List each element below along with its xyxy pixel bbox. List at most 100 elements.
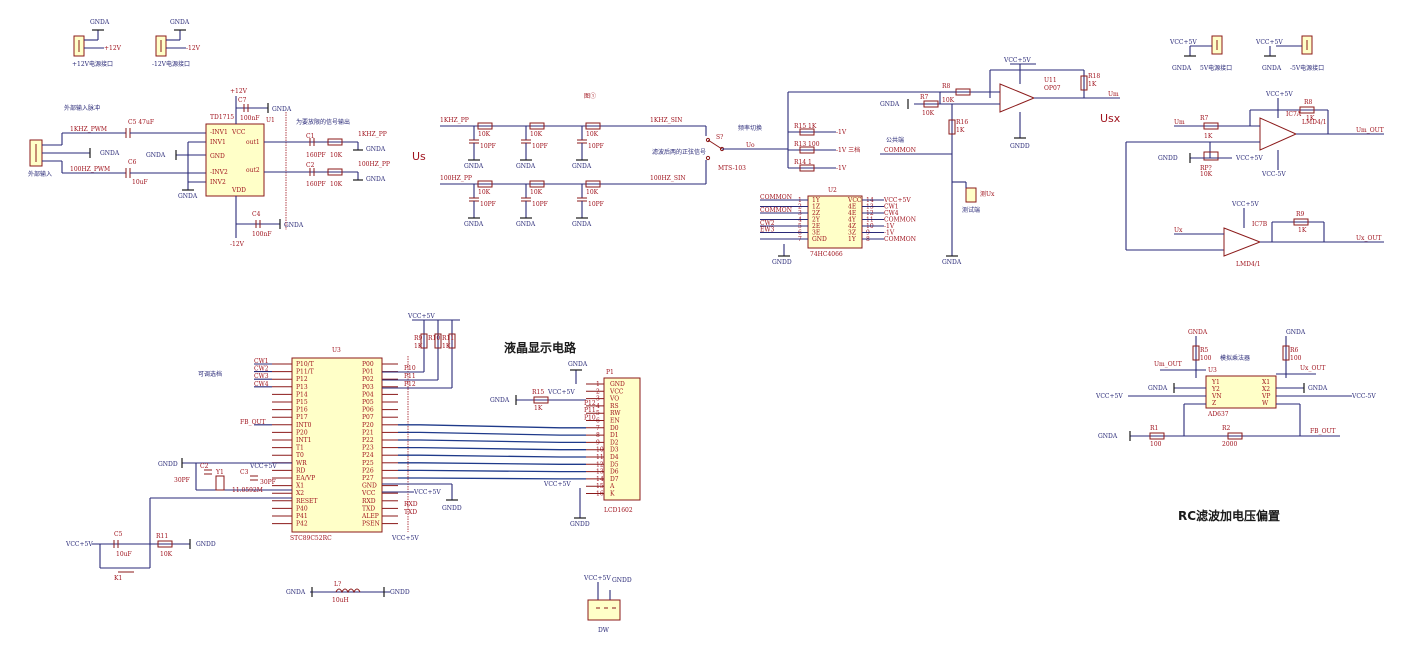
mux-pin-right: 4Y [848,217,857,224]
r7-label: R7 [920,94,929,101]
ad637-ref: U3 [1208,367,1217,374]
amp-vcc: VCC+5V [1003,57,1031,64]
mcu-pin-left: P11/T [296,369,314,376]
p11-net: P11 [404,373,416,380]
c7-label: C7 [238,97,247,104]
lcd-pin: D5 [610,461,619,468]
sw-note-2: 滤波后两的正弦信号 [652,148,706,156]
gnda-label: GNDA [516,221,536,228]
mux-pin-left: 2Y [812,217,821,224]
mcu-pin-right: TXD [362,505,375,512]
pin-inv2: -INV2 [210,169,228,176]
pwm1k-label: 1KHZ_PWM [70,126,107,133]
mux-net-left: COMMON [760,194,792,201]
mcu-pin-left: INT1 [296,437,311,444]
gndd-label: GNDD [772,259,792,266]
p12-net: P12 [404,381,416,388]
mux-net-right: VCC+5V [883,197,911,204]
mux-net-left: COMMON [760,207,792,214]
r-10k: 10K [330,181,343,188]
mcu-pin-left: P41 [296,513,308,520]
dw-label: DW [598,627,610,634]
lcd-pin: K [610,491,615,498]
filter-in-label: 1KHZ_PP [440,117,469,124]
us-right-label: Usx [1100,112,1121,125]
u7b-ref: IC7B [1252,221,1268,228]
lcd-pin: GND [610,381,625,388]
gnda-label: GNDA [178,193,198,200]
pin-y2: Y2 [1211,386,1220,393]
power-connector-m5: VCC+5V GNDA -5V电源接口 [1255,35,1324,72]
gnda-label: GNDA [572,163,592,170]
gndd-label: GNDD [1158,155,1178,162]
reset-vcc: VCC+5V [65,541,93,548]
lcd-vcc-2: VCC+5V [543,481,571,488]
gnda-label: GNDA [568,361,588,368]
dw-vcc: VCC+5V [583,575,611,582]
gnda-label: GNDA [170,19,190,26]
r18-label: R18 [1088,73,1100,80]
buf-out1: Um_OUT [1356,127,1384,134]
out-100hz-pp: 100HZ_PP [358,161,390,168]
r8-label: R8 [942,83,951,90]
c5-label: C5 47uF [128,119,154,126]
cw-net-label: CW1 [254,358,269,365]
c4-label: C4 [252,211,261,218]
mcu-part: STC89C52RC [290,535,332,542]
drive-note: 为要放限的信号输出 [296,118,350,126]
r7-value: 10K [922,110,935,117]
bus-wire [398,439,586,444]
gnda-label: GNDA [490,397,510,404]
pin-gnd: GND [210,153,225,160]
gndd-label: GNDD [1010,143,1030,150]
pin-vn: VN [1211,393,1222,400]
mcu-pin-right: PSEN [362,521,380,528]
filter-resistor-value: 10K [586,189,599,196]
mcu-pin-right: RXD [362,498,376,505]
pin-y1: Y1 [1211,379,1220,386]
mcu-pin-left: T1 [296,445,304,452]
r5-label: R5 [1200,347,1209,354]
mux-pin-left: 1Z [812,204,820,211]
amp-out: Um [1108,91,1119,98]
mux-pin-right: 4E [848,210,856,217]
filter-resistor-value: 10K [530,131,543,138]
mcu-pin-right: GND [362,483,377,490]
bus-wire [398,462,586,465]
c2-label: C2 [200,463,209,470]
lcd-pin: RS [610,403,619,410]
lcd-pin: D2 [610,439,619,446]
mcu-pin-left: P13 [296,384,308,391]
p1v-2: -1V 三档 [836,146,860,154]
r6-value: 100 [1290,355,1302,362]
mcu-pin-right: P27 [362,475,374,482]
c-30pf: 30PF [174,477,190,484]
mcu-peripherals: VCC+5V R9 R10 R11 1K 1K P10 P11 P12 GNDD… [65,313,462,582]
lcd-pin: EN [610,418,620,425]
gnda-label: GNDA [272,106,292,113]
mcu-pin-right: P26 [362,467,374,474]
fb-out: FB_OUT [1310,428,1336,435]
td1715-chip [205,123,265,197]
r9-label: R9 [1296,211,1305,218]
filter-resistor [585,122,601,130]
um-out: Um_OUT [1154,361,1182,368]
r-10k: 10K [330,152,343,159]
lcd-net: P10 [584,415,596,422]
gnda-label: GNDA [880,101,900,108]
r1-value: 100 [1150,441,1162,448]
mcu-pin-right: P20 [362,422,374,429]
common-note: 公共端 [886,136,904,144]
c-reset: C5 [114,531,123,538]
mcu-pin-right: ALEP [361,513,379,520]
sensor-vcc: VCC+5V [1095,393,1123,400]
mcu-pin-right: P04 [362,391,374,398]
pin-z: Z [1212,400,1216,407]
mcu-pin-left: P16 [296,407,308,414]
bus-wire [398,446,586,451]
m5-port-label: -5V电源接口 [1290,64,1324,72]
r5-value: 100 [1200,355,1212,362]
test-label: 测试端 [962,206,980,214]
mux-pin-left: 2E [812,223,820,230]
fig-label: 图① [584,92,596,100]
